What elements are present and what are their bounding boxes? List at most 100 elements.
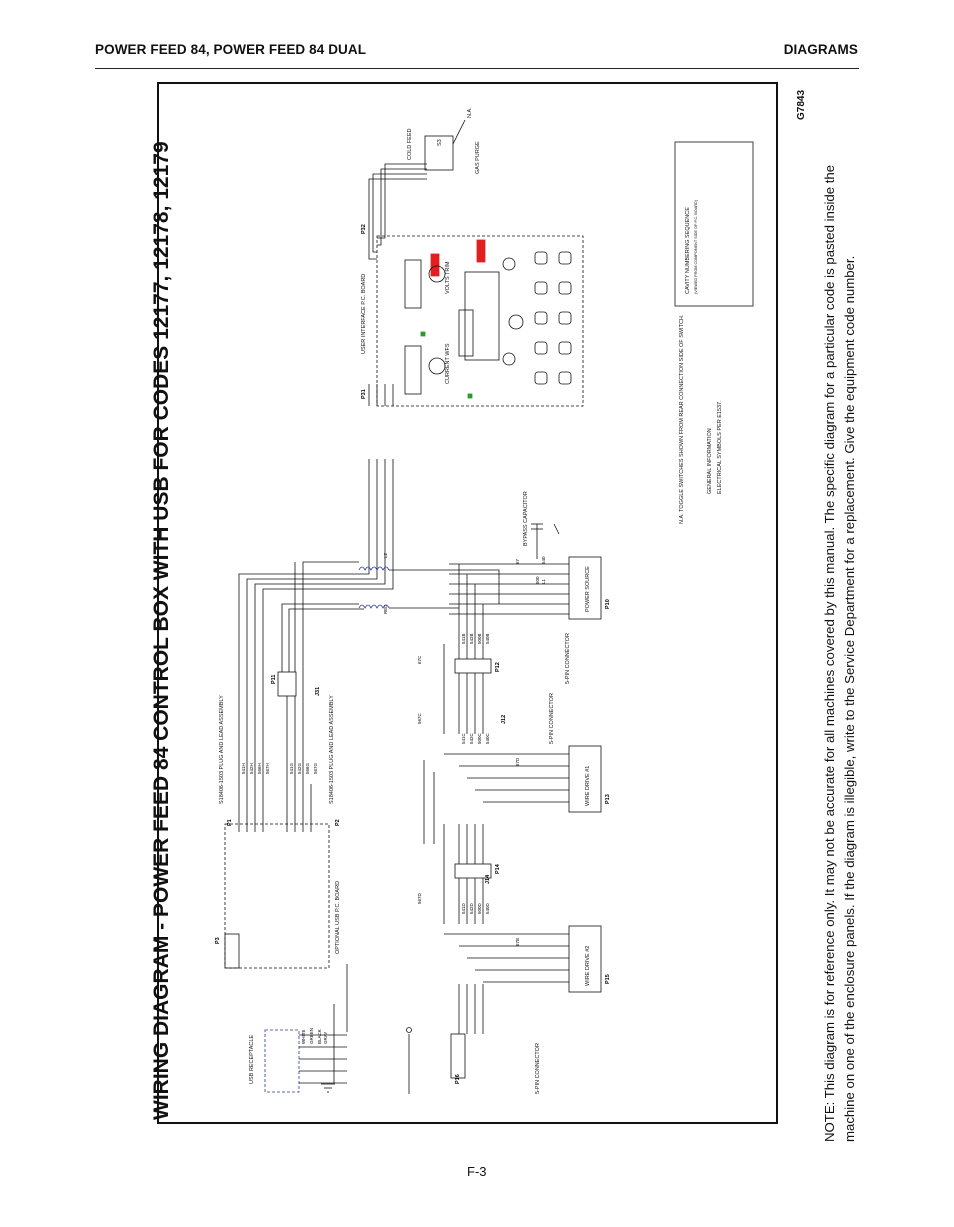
s3-label: S3 [437, 139, 443, 146]
wire-label-540b: 540B [485, 633, 490, 644]
connector-label-j12: J12 [501, 715, 507, 724]
wire-label-green: GREEN [309, 1028, 314, 1044]
connector-p11 [277, 671, 297, 697]
power-source-connector [568, 556, 602, 620]
wire-label-red: RED [383, 604, 388, 614]
wire-label-541h: 541H [241, 763, 246, 774]
connector-label-j31: J31 [315, 687, 321, 696]
connector-label-p14: P14 [495, 863, 501, 874]
connector-label-p3: P3 [215, 937, 221, 944]
wire-drive-1-label: WIRE DRIVE #1 [585, 766, 591, 806]
wiring-diagram: USB RECEPTACLE OPTIONAL USB P.C. BOARD U… [215, 107, 754, 1094]
diagram-title: WIRING DIAGRAM - POWER FEED 84 CONTROL B… [150, 141, 173, 1120]
cavity-subtitle-label: (VIEWED FROM COMPONENT SIDE OF P.C. BOAR… [694, 199, 698, 294]
plug-lead-assembly-label-2: S18406-1503 PLUG AND LEAD ASSEMBLY [329, 695, 335, 804]
usb-wires [299, 964, 348, 1084]
connector-label-p32: P32 [361, 224, 367, 234]
p14-wires [443, 824, 484, 924]
note-line-2: machine on one of the enclosure panels. … [842, 255, 857, 1142]
wire-drive-1-wires [423, 753, 569, 844]
wire-label-541c: 541C [461, 732, 466, 744]
drawing-number: G7843 [796, 89, 807, 120]
wire-label-67d: 67D [515, 757, 520, 766]
wire-label-542d: 542D [469, 902, 474, 914]
connector-label-p10: P10 [605, 599, 611, 609]
connector-label-p2: P2 [335, 819, 341, 826]
wire-label-500d: 500D [477, 902, 482, 914]
wire-label-540c: 540C [485, 732, 490, 744]
cold-feed-label: COLD FEED [407, 128, 413, 160]
volts-trim-label: VOLTS TRIM [445, 261, 451, 294]
optional-usb-board-label: OPTIONAL USB P.C. BOARD [335, 881, 341, 954]
na-label: N.A. [467, 107, 473, 118]
user-interface-board [376, 235, 584, 407]
cavity-title-label: CAVITY NUMBERING SEQUENCE [685, 207, 691, 294]
header-title: POWER FEED 84, POWER FEED 84 DUAL [95, 42, 367, 57]
wire-drive-2-wires [444, 933, 569, 983]
wire-label-542b: 542B [469, 633, 474, 644]
connector-p16 [450, 1033, 466, 1079]
wire-label-542h: 542H [249, 763, 254, 774]
wire-label-l2: L2 [383, 552, 388, 558]
current-wfs-label: CURRENT WFS [445, 343, 451, 384]
wire-label-541b: 541B [461, 633, 466, 644]
cold-feed-switch [424, 135, 454, 171]
wire-drive-1-connector [568, 745, 602, 813]
inductor-l1 [358, 566, 390, 571]
general-info-label: GENERAL INFORMATION [707, 428, 713, 494]
usb-receptacle-label: USB RECEPTACLE [249, 1035, 255, 1084]
p32-wires [368, 163, 427, 260]
connector-label-p15: P15 [605, 974, 611, 984]
wire-label-67c: 67C [417, 655, 422, 664]
bypass-capacitor-label: BYPASS CAPACITOR [523, 491, 529, 546]
ui-board-controls [404, 239, 572, 399]
p31-wires [368, 384, 394, 406]
wire-label-500b: 500B [477, 633, 482, 644]
usb-receptacle-box [264, 1029, 300, 1093]
wire-label-540: 540 [541, 556, 546, 564]
wire-label-500c: 500C [477, 732, 482, 744]
diagram-frame: USB RECEPTACLE OPTIONAL USB P.C. BOARD U… [157, 82, 778, 1124]
gas-purge-label: GAS PURGE [475, 141, 481, 174]
wire-label-67: 67 [515, 558, 520, 564]
wire-label-l1: L1 [541, 578, 546, 584]
connector-p14 [454, 863, 492, 879]
connector-label-p31: P31 [361, 389, 367, 399]
note-line-1: NOTE: This diagram is for reference only… [822, 164, 837, 1142]
wire-label-541d: 541D [461, 902, 466, 914]
wire-label-566h: 566H [257, 763, 262, 774]
connector-label-p12: P12 [495, 662, 501, 672]
inductor-l2 [358, 604, 390, 609]
plug-lead-assembly-label-1: S18406-1503 PLUG AND LEAD ASSEMBLY [219, 695, 225, 804]
five-pin-connector-label-2: 5-PIN CONNECTOR [549, 693, 555, 744]
wire-label-540d: 540D [485, 902, 490, 914]
wire-label-500: 500 [535, 576, 540, 584]
header-rule [95, 68, 859, 69]
connector-p12 [454, 658, 492, 674]
wire-label-567d: 567D [417, 892, 422, 904]
p12-wires [443, 564, 484, 734]
wire-drive-2-label: WIRE DRIVE #2 [585, 946, 591, 986]
optional-usb-board [224, 823, 330, 969]
five-pin-connector-label-1: 5-PIN CONNECTOR [565, 633, 571, 684]
connector-label-j14: J14 [485, 874, 491, 884]
electrical-symbols-label: ELECTRICAL SYMBOLS PER E1537. [717, 400, 723, 494]
wire-label-541g: 541G [289, 762, 294, 774]
power-source-label: POWER SOURCE [585, 566, 591, 612]
wire-label-black: BLACK [317, 1029, 322, 1044]
power-source-wires [449, 563, 569, 615]
connector-label-p13: P13 [605, 794, 611, 804]
bypass-capacitor [531, 523, 560, 559]
wire-label-567c: 567C [417, 712, 422, 724]
connector-p3 [224, 933, 240, 969]
usb-board-wires [238, 459, 394, 832]
wire-drive-2-connector [568, 925, 602, 993]
page-number: F-3 [467, 1164, 487, 1179]
cavity-sequence-box [674, 141, 754, 307]
five-pin-connector-label-3: 5-PIN CONNECTOR [535, 1043, 541, 1094]
wire-label-567h: 567H [265, 763, 270, 774]
wire-label-542c: 542C [469, 732, 474, 744]
ground-symbol [321, 1083, 335, 1093]
wire-label-566g: 566G [305, 762, 310, 774]
connector-label-p16: P16 [455, 1074, 461, 1084]
